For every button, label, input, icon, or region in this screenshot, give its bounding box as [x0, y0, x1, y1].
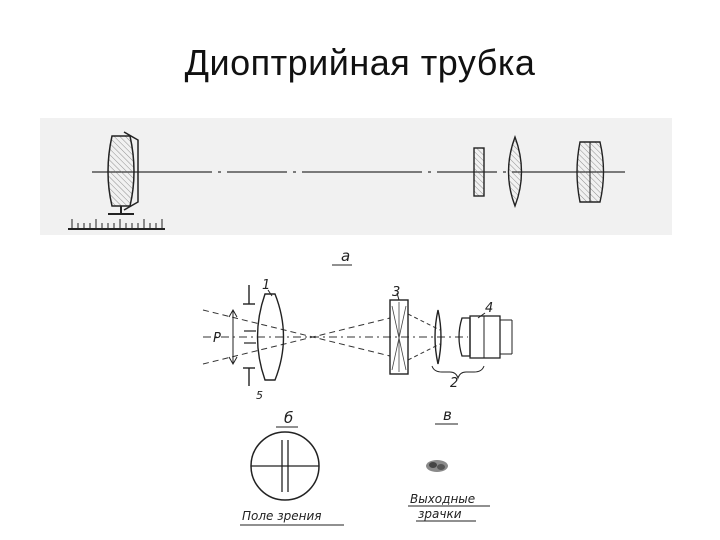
plate-element-a [473, 147, 485, 197]
photo-background [40, 118, 672, 235]
part-number-3: 3 [392, 285, 400, 300]
caption-exit-pupils-2: зрачки [418, 507, 462, 521]
ray-line [407, 343, 441, 361]
eyepiece-group [458, 315, 513, 359]
biconvex-lens-a [507, 134, 523, 208]
objective-lens-a [107, 131, 139, 215]
part-number-5: 5 [256, 389, 263, 402]
panel-a-photo [40, 118, 672, 235]
part-number-2: 2 [450, 376, 458, 391]
objective-lens [256, 293, 285, 381]
panel-label-b: б [284, 409, 293, 427]
field-lens [434, 309, 442, 365]
ray-line [202, 309, 391, 357]
group-brace [431, 365, 485, 380]
field-of-view-diagram [250, 431, 320, 501]
ray-line [202, 317, 391, 365]
scale-ruler [68, 219, 165, 230]
ray-line [407, 313, 441, 331]
panel-label-v: в [443, 406, 452, 424]
part-number-4: 4 [485, 301, 493, 316]
optical-scheme: P 1 2 3 [202, 278, 513, 402]
symbol-p: P [213, 331, 221, 346]
caption-field-of-view: Поле зрения [242, 509, 321, 523]
exit-pupils-blob [426, 460, 448, 472]
panel-label-a: а [341, 247, 350, 265]
eyepiece-lens-a [576, 141, 605, 203]
part-number-1: 1 [262, 278, 270, 293]
slide-title: Диоптрийная трубка [184, 42, 536, 83]
caption-exit-pupils-1: Выходные [410, 492, 475, 506]
